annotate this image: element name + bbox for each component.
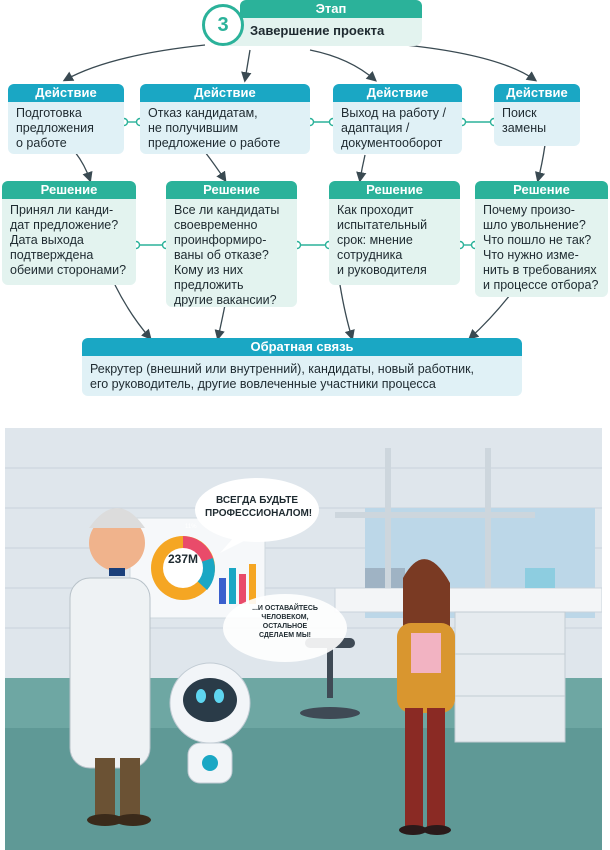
illustration: 237M 11% ВСЕГДА БУДЬТЕ ПРОФЕССИОНАЛОМ! .…: [5, 428, 602, 850]
action-text-4: Поиск замены: [494, 102, 580, 146]
decision-header-1: Решение: [2, 181, 136, 199]
stage-box: [222, 18, 422, 46]
decision-text-2: Все ли кандидаты своевременно проинформи…: [166, 199, 297, 307]
stage-header: Этап: [240, 0, 422, 18]
decision-text-3: Как проходит испытательный срок: мнение …: [329, 199, 460, 285]
speech-bubble-1: ВСЕГДА БУДЬТЕ ПРОФЕССИОНАЛОМ!: [205, 495, 313, 519]
stage-number-badge: 3: [202, 4, 244, 46]
decision-header-2: Решение: [166, 181, 297, 199]
chart-small-label: 11%: [185, 524, 197, 530]
action-text-3: Выход на работу / адаптация / документоо…: [333, 102, 462, 154]
action-header-1: Действие: [8, 84, 124, 102]
decision-header-4: Решение: [475, 181, 608, 199]
stage-title: Завершение проекта: [250, 23, 385, 38]
speech-bubble-2: ...И ОСТАВАЙТЕСЬ ЧЕЛОВЕКОМ, ОСТАЛЬНОЕ СД…: [252, 605, 318, 639]
action-header-4: Действие: [494, 84, 580, 102]
chart-value-label: 237M: [168, 552, 199, 566]
decision-text-4: Почему произо- шло увольнение? Что пошло…: [475, 199, 608, 297]
decision-header-3: Решение: [329, 181, 460, 199]
lab-scene: [5, 428, 602, 850]
feedback-header: Обратная связь: [82, 338, 522, 356]
action-text-2: Отказ кандидатам, не получившим предложе…: [140, 102, 310, 154]
action-header-3: Действие: [333, 84, 462, 102]
action-header-2: Действие: [140, 84, 310, 102]
decision-text-1: Принял ли канди- дат предложение? Дата в…: [2, 199, 136, 285]
action-text-1: Подготовка предложения о работе: [8, 102, 124, 154]
feedback-text: Рекрутер (внешний или внутренний), канди…: [82, 356, 522, 396]
